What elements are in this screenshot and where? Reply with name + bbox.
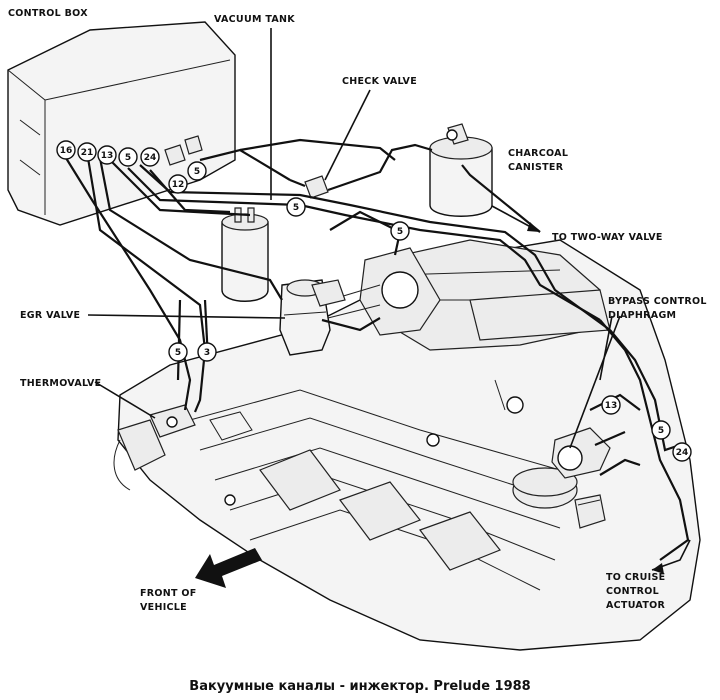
label-control-box: CONTROL BOX xyxy=(8,8,88,19)
engine-assembly xyxy=(113,239,701,651)
label-vacuum-tank: VACUUM TANK xyxy=(214,14,295,25)
check-valve xyxy=(289,175,329,199)
label-bypass-control-1: BYPASS CONTROL xyxy=(608,296,707,307)
svg-text:3: 3 xyxy=(204,348,210,358)
hose-number-badges: 16 21 13 5 24 12 5 5 5 5 3 13 5 24 xyxy=(56,140,692,462)
svg-text:5: 5 xyxy=(125,153,131,163)
svg-text:5: 5 xyxy=(658,426,664,436)
label-bypass-control-2: DIAPHRAGM xyxy=(608,310,676,321)
figure-caption: Вакуумные каналы - инжектор. Prelude 198… xyxy=(189,679,530,694)
svg-text:13: 13 xyxy=(605,401,618,411)
svg-text:5: 5 xyxy=(293,203,299,213)
hose-badge: 5 xyxy=(187,161,207,181)
label-thermovalve: THERMOVALVE xyxy=(20,378,101,389)
svg-text:13: 13 xyxy=(101,151,114,161)
label-cruise-2: CONTROL xyxy=(606,586,659,597)
charcoal-canister xyxy=(429,123,493,217)
svg-text:5: 5 xyxy=(397,227,403,237)
hose-badge: 21 xyxy=(77,142,97,162)
leader-lines xyxy=(87,28,691,574)
svg-text:12: 12 xyxy=(172,180,185,190)
label-egr-valve: EGR VALVE xyxy=(20,310,80,321)
hose-badge: 5 xyxy=(118,147,138,167)
component-labels: CONTROL BOX VACUUM TANK CHECK VALVE CHAR… xyxy=(8,8,707,613)
svg-text:24: 24 xyxy=(144,153,157,163)
label-front-of-vehicle-2: VEHICLE xyxy=(140,602,187,613)
label-charcoal-canister-2: CANISTER xyxy=(508,162,564,173)
label-two-way-valve: TO TWO-WAY VALVE xyxy=(552,232,663,243)
vacuum-tank xyxy=(221,207,269,302)
svg-text:24: 24 xyxy=(676,448,689,458)
hose-badge: 13 xyxy=(601,395,621,415)
hose-badge: 12 xyxy=(168,174,188,194)
svg-text:5: 5 xyxy=(194,167,200,177)
label-charcoal-canister-1: CHARCOAL xyxy=(508,148,568,159)
svg-text:16: 16 xyxy=(60,146,73,156)
hose-badge: 16 xyxy=(56,140,76,160)
hose-badge: 5 xyxy=(651,420,671,440)
hose-badge: 5 xyxy=(168,342,188,362)
hose-badge: 24 xyxy=(672,442,692,462)
svg-text:5: 5 xyxy=(175,348,181,358)
hose-badge: 3 xyxy=(197,342,217,362)
svg-text:21: 21 xyxy=(81,148,94,158)
hose-badge: 5 xyxy=(286,197,306,217)
egr-valve xyxy=(279,279,346,356)
label-check-valve: CHECK VALVE xyxy=(342,76,417,87)
front-arrow xyxy=(195,548,262,588)
label-cruise-3: ACTUATOR xyxy=(606,600,665,611)
label-front-of-vehicle-1: FRONT OF xyxy=(140,588,197,599)
hose-badge: 5 xyxy=(390,221,410,241)
thermovalve xyxy=(149,404,196,438)
hose-badge: 24 xyxy=(140,147,160,167)
control-box xyxy=(7,21,236,226)
hose-badge: 13 xyxy=(97,145,117,165)
label-cruise-1: TO CRUISE xyxy=(606,572,665,583)
